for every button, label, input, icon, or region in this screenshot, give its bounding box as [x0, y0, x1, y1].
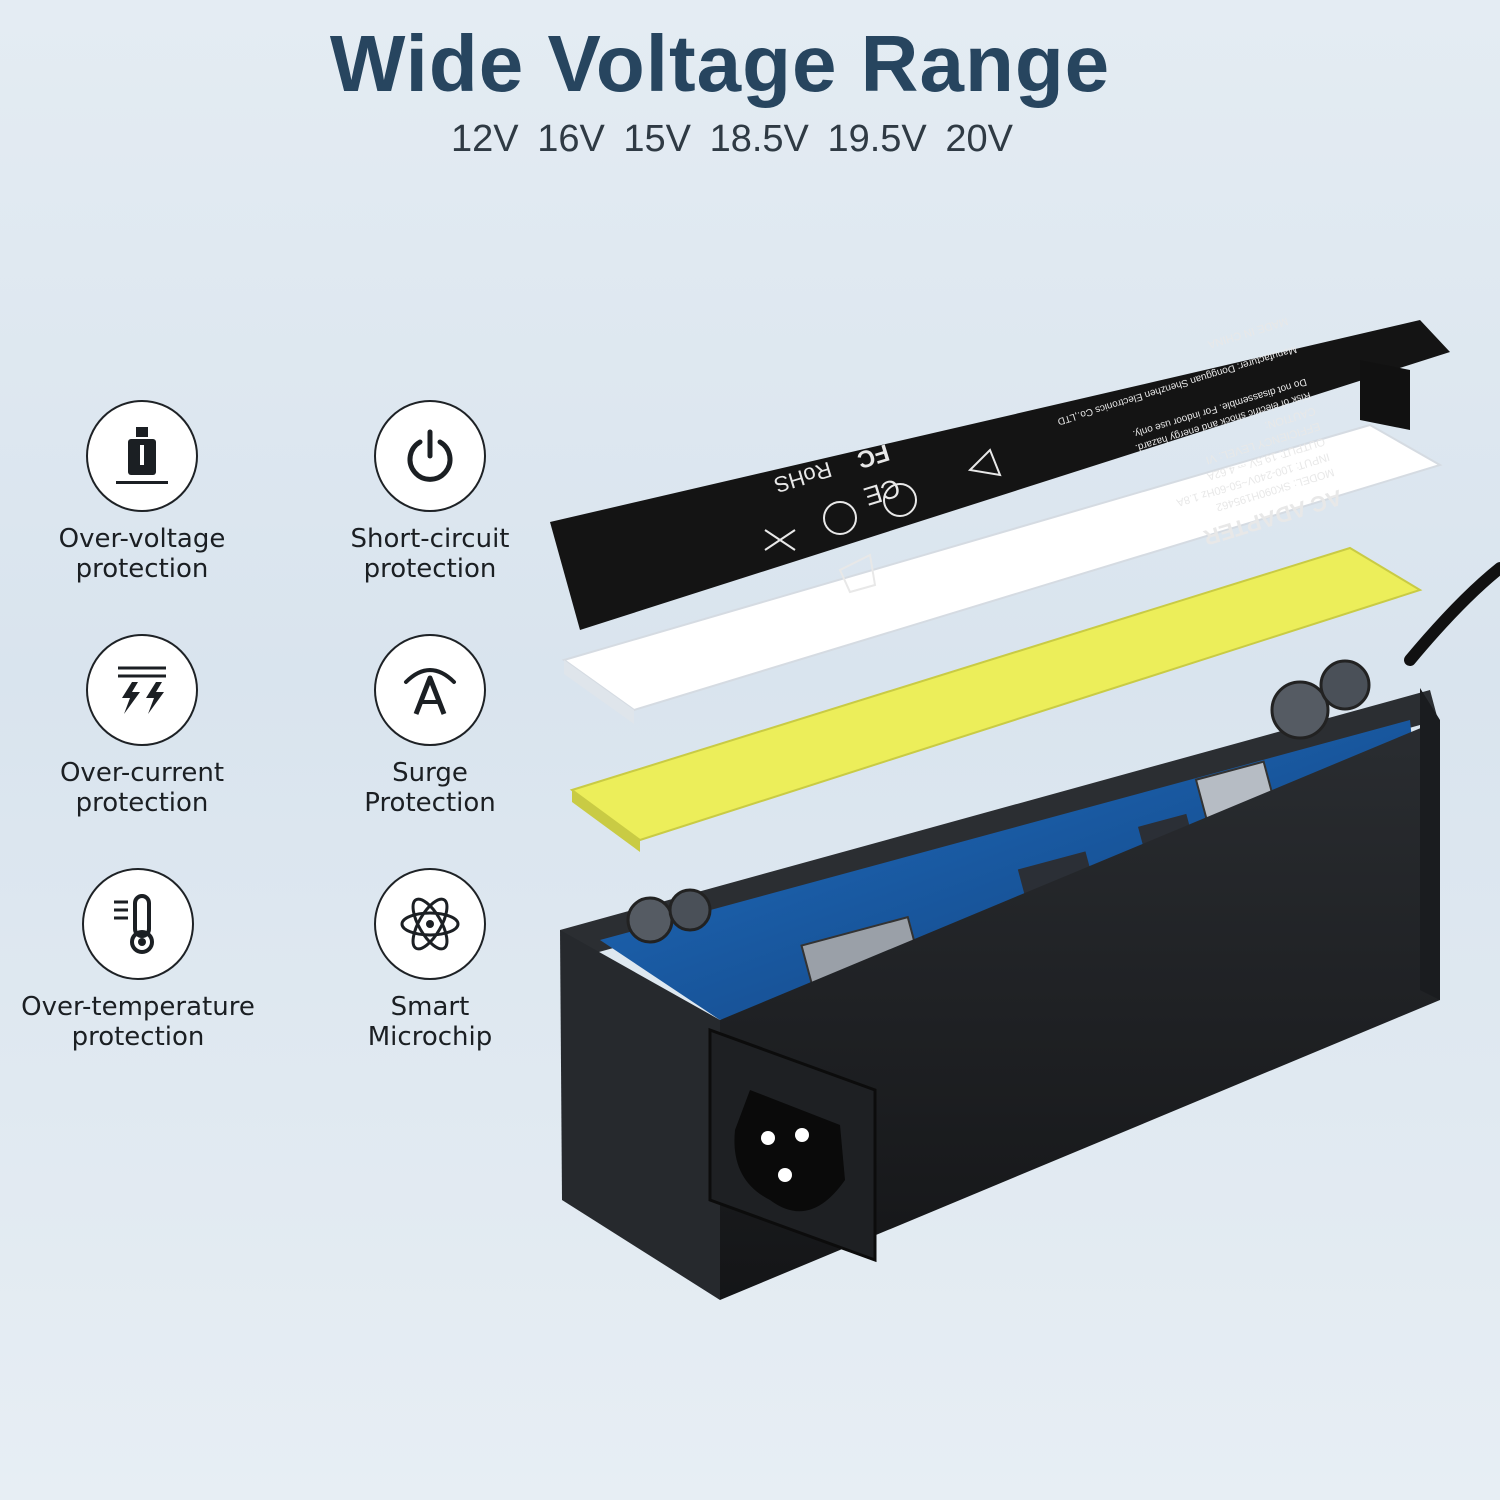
label-line: MADE IN CHINA	[1206, 314, 1290, 350]
voltage-value: 20V	[945, 118, 1013, 160]
feature-over-temperature: Over-temperature protection	[8, 868, 268, 1052]
adapter-label: AC ADAPTER MODEL: SK090H195462 INPUT: 10…	[550, 314, 1450, 630]
atom-icon	[374, 868, 486, 980]
feature-label: Over-temperature protection	[21, 992, 255, 1052]
indoor-house-icon	[838, 553, 877, 594]
page-title: Wide Voltage Range	[329, 19, 1111, 108]
feature-label: Surge Protection	[364, 758, 496, 818]
white-insulator	[561, 423, 1443, 712]
voltage-list: 12V 16V 15V 18.5V 19.5V 20V	[0, 118, 1464, 161]
cert-seal-icon	[883, 483, 917, 517]
feature-label: Over-current protection	[59, 758, 225, 818]
feature-surge: Surge Protection	[300, 634, 560, 818]
weight-icon	[86, 400, 198, 512]
feature-short-circuit: Short-circuit protection	[300, 400, 560, 584]
feature-label: Smart Microchip	[367, 992, 493, 1052]
warning-triangle-icon	[967, 448, 1002, 477]
voltage-value: 15V	[623, 118, 692, 160]
case-right-edge	[1420, 688, 1440, 1000]
feature-label: Short-circuit protection	[350, 524, 510, 584]
voltage-value: 18.5V	[709, 118, 809, 160]
feature-smart-microchip: Smart Microchip	[300, 868, 560, 1052]
case-front-face	[720, 720, 1440, 1300]
ac-inlet-socket	[708, 1027, 877, 1263]
feature-over-voltage: Over-voltage protection	[12, 400, 272, 584]
feature-label: Over-voltage protection	[58, 524, 226, 584]
feature-over-current: Over-current protection	[12, 634, 272, 818]
case-left-face	[560, 930, 720, 1300]
thermometer-icon	[82, 868, 194, 980]
voltage-value: 19.5V	[827, 118, 927, 160]
lightning-icon	[86, 634, 198, 746]
power-cable	[1404, 562, 1500, 666]
voltage-value: 16V	[537, 118, 605, 160]
voltage-value: 12V	[451, 118, 519, 160]
adapter-illustration: AC ADAPTER MODEL: SK090H195462 INPUT: 10…	[550, 314, 1500, 1300]
yellow-insulator	[569, 546, 1423, 842]
power-icon	[374, 400, 486, 512]
ampere-icon	[374, 634, 486, 746]
cert-seal-icon	[823, 501, 857, 535]
